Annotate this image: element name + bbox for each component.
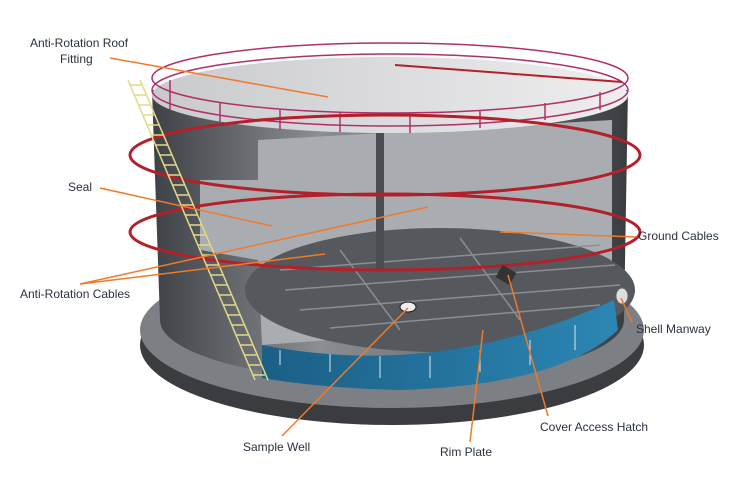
ladder <box>127 79 269 381</box>
label-anti-rotation-roof-fitting: Anti-Rotation Roof <box>30 36 129 50</box>
tank-roof <box>152 57 628 133</box>
label-anti-rotation-roof-fitting-2: Fitting <box>60 52 93 66</box>
floor-pontoon-lines <box>279 237 621 331</box>
label-seal: Seal <box>68 180 92 194</box>
label-rim-plate: Rim Plate <box>440 445 492 459</box>
label-sample-well: Sample Well <box>243 440 310 454</box>
roof-railing <box>151 42 629 133</box>
label-shell-manway: Shell Manway <box>636 322 711 336</box>
center-column <box>376 125 384 270</box>
label-ground-cables: Ground Cables <box>638 229 719 243</box>
label-anti-rotation-cables: Anti-Rotation Cables <box>20 287 130 301</box>
shell-manway <box>615 287 629 305</box>
rim-plate <box>262 300 618 390</box>
leader-lines <box>79 57 637 443</box>
sample-well <box>399 301 417 313</box>
label-cover-access-hatch: Cover Access Hatch <box>540 420 648 434</box>
cover-access-hatch <box>495 264 517 286</box>
ground-cables <box>128 113 642 272</box>
floating-floor <box>245 228 635 352</box>
